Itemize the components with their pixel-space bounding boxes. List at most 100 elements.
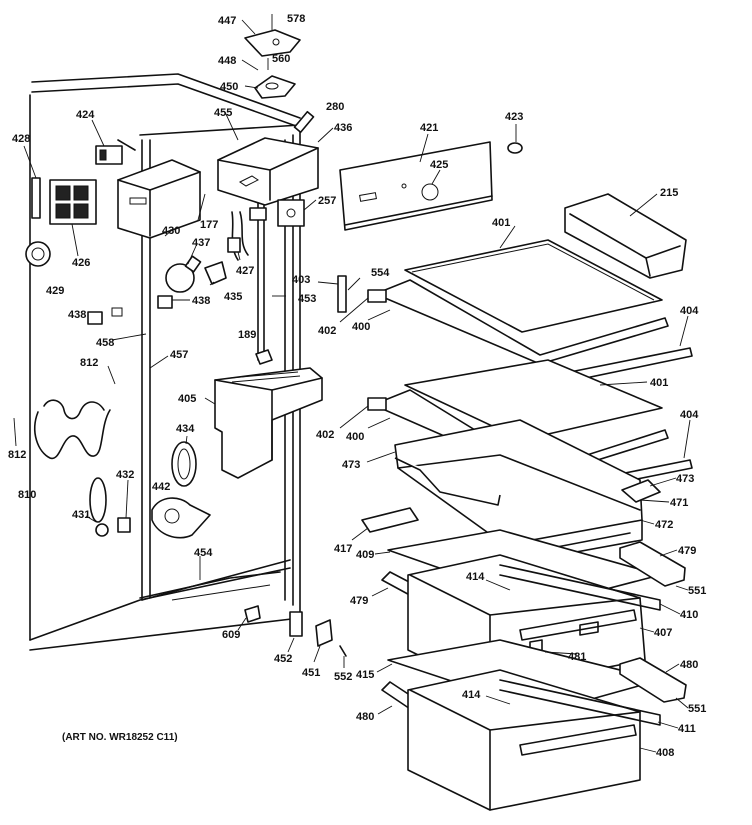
clip-438a	[157, 295, 173, 309]
label-609: 609	[222, 629, 240, 641]
label-457: 457	[170, 349, 188, 361]
label-479: 479	[678, 545, 696, 557]
label-407: 407	[654, 627, 672, 639]
drawer-408	[407, 669, 661, 811]
label-447: 447	[218, 15, 236, 27]
bin-215	[564, 193, 687, 279]
label-421: 421	[420, 122, 438, 134]
label-810: 810	[18, 489, 36, 501]
roller-609	[244, 605, 261, 623]
temperature-control-421	[339, 141, 493, 231]
label-578: 578	[287, 13, 305, 25]
bracket-428	[31, 177, 41, 219]
label-402: 402	[316, 429, 334, 441]
knob-450	[254, 58, 296, 99]
label-551: 551	[688, 585, 706, 597]
label-438: 438	[192, 295, 210, 307]
label-401: 401	[492, 217, 510, 229]
label-429: 429	[46, 285, 64, 297]
wire-harness-427	[227, 207, 267, 261]
heater-810	[34, 399, 111, 460]
part-labels: 447 578 448 560 450 280 455 436 424 428 …	[8, 13, 706, 759]
label-473: 473	[676, 473, 694, 485]
label-812: 812	[8, 449, 26, 461]
label-436: 436	[334, 122, 352, 134]
label-452: 452	[274, 653, 292, 665]
lamp-280	[293, 110, 315, 134]
label-402: 402	[318, 325, 336, 337]
label-430: 430	[162, 225, 180, 237]
label-425: 425	[430, 159, 448, 171]
label-423: 423	[505, 111, 523, 123]
label-426: 426	[72, 257, 90, 269]
label-280: 280	[326, 101, 344, 113]
label-431: 431	[72, 509, 90, 521]
label-451: 451	[302, 667, 320, 679]
socket-435	[204, 261, 227, 285]
label-435: 435	[224, 291, 242, 303]
light-shield-430	[117, 159, 201, 239]
label-454: 454	[194, 547, 213, 559]
label-552: 552	[334, 671, 352, 683]
screw-189	[255, 349, 273, 365]
label-479: 479	[350, 595, 368, 607]
label-400: 400	[352, 321, 370, 333]
label-404: 404	[680, 305, 699, 317]
label-415: 415	[356, 669, 374, 681]
label-408: 408	[656, 747, 674, 759]
label-189: 189	[238, 329, 256, 341]
drain-tube-431	[89, 477, 109, 537]
label-438: 438	[68, 309, 86, 321]
lamp-socket-429	[25, 241, 51, 267]
label-414: 414	[462, 689, 481, 701]
relay-257	[277, 199, 305, 227]
air-duct-405	[214, 367, 323, 479]
label-472: 472	[655, 519, 673, 531]
bracket-451	[315, 619, 333, 647]
label-409: 409	[356, 549, 374, 561]
label-480: 480	[356, 711, 374, 723]
label-432: 432	[116, 469, 134, 481]
label-455: 455	[214, 107, 232, 119]
label-473: 473	[342, 459, 360, 471]
label-428: 428	[12, 133, 30, 145]
screw-552	[339, 645, 347, 657]
light-bulb-437	[165, 255, 202, 293]
label-437: 437	[192, 237, 210, 249]
label-417: 417	[334, 543, 352, 555]
thermostat-cover-436	[217, 137, 319, 206]
label-404: 404	[680, 409, 699, 421]
label-560: 560	[272, 53, 290, 65]
label-405: 405	[178, 393, 196, 405]
cap-432	[117, 517, 131, 533]
label-215: 215	[660, 187, 678, 199]
light-switch-424	[95, 139, 136, 165]
label-551: 551	[688, 703, 706, 715]
label-403: 403	[292, 274, 310, 286]
glide-480a	[619, 657, 687, 703]
label-401: 401	[650, 377, 668, 389]
label-812: 812	[80, 357, 98, 369]
hinge-452	[289, 611, 303, 637]
label-411: 411	[678, 723, 696, 735]
clip-438b	[87, 307, 123, 325]
label-480: 480	[680, 659, 698, 671]
shelf-support-402b	[367, 397, 387, 411]
glass-shelf-401-lower	[384, 359, 693, 497]
label-442: 442	[152, 481, 170, 493]
art-number-caption: (ART NO. WR18252 C11)	[62, 732, 178, 743]
glide-479a	[619, 541, 686, 587]
label-481: 481	[568, 651, 586, 663]
label-458: 458	[96, 337, 114, 349]
label-471: 471	[670, 497, 688, 509]
damper-442	[151, 497, 211, 539]
knob-423	[507, 142, 523, 154]
label-257: 257	[318, 195, 336, 207]
label-414: 414	[466, 571, 485, 583]
leader-lines	[13, 19, 691, 753]
label-424: 424	[76, 109, 95, 121]
label-427: 427	[236, 265, 254, 277]
label-400: 400	[346, 431, 364, 443]
label-448: 448	[218, 55, 236, 67]
